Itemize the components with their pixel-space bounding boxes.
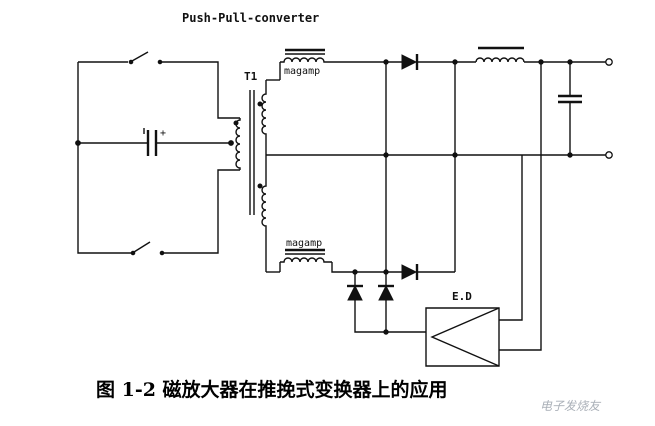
magamp-bottom: magamp [279,238,332,272]
svg-text:magamp: magamp [284,66,320,77]
top-switch [128,51,163,65]
diode-top [401,54,419,70]
control-diode-left [347,272,426,333]
output-capacitor [558,62,582,155]
error-detector: E.D [425,62,542,367]
diagram-title: Push-Pull-converter [182,11,319,25]
control-diode-right [378,284,394,332]
secondary-winding-top [257,80,267,155]
primary-winding [233,118,241,170]
primary-circuit: + [75,51,241,256]
figure-caption: 图 1-2 磁放大器在推挽式变换器上的应用 [96,378,448,401]
bottom-switch [130,241,165,256]
transformer-t1: T1 [244,70,267,272]
output-inductor [475,46,525,63]
input-capacitor: + [143,128,166,156]
magamp-top: magamp [279,48,332,80]
svg-text:E.D: E.D [452,290,472,303]
svg-text:magamp: magamp [286,238,322,249]
watermark: 电子发烧友 [540,399,602,413]
secondary-winding-bottom [257,155,267,272]
svg-text:+: + [160,128,166,139]
diode-bottom [401,264,419,280]
transformer-label: T1 [244,70,258,83]
